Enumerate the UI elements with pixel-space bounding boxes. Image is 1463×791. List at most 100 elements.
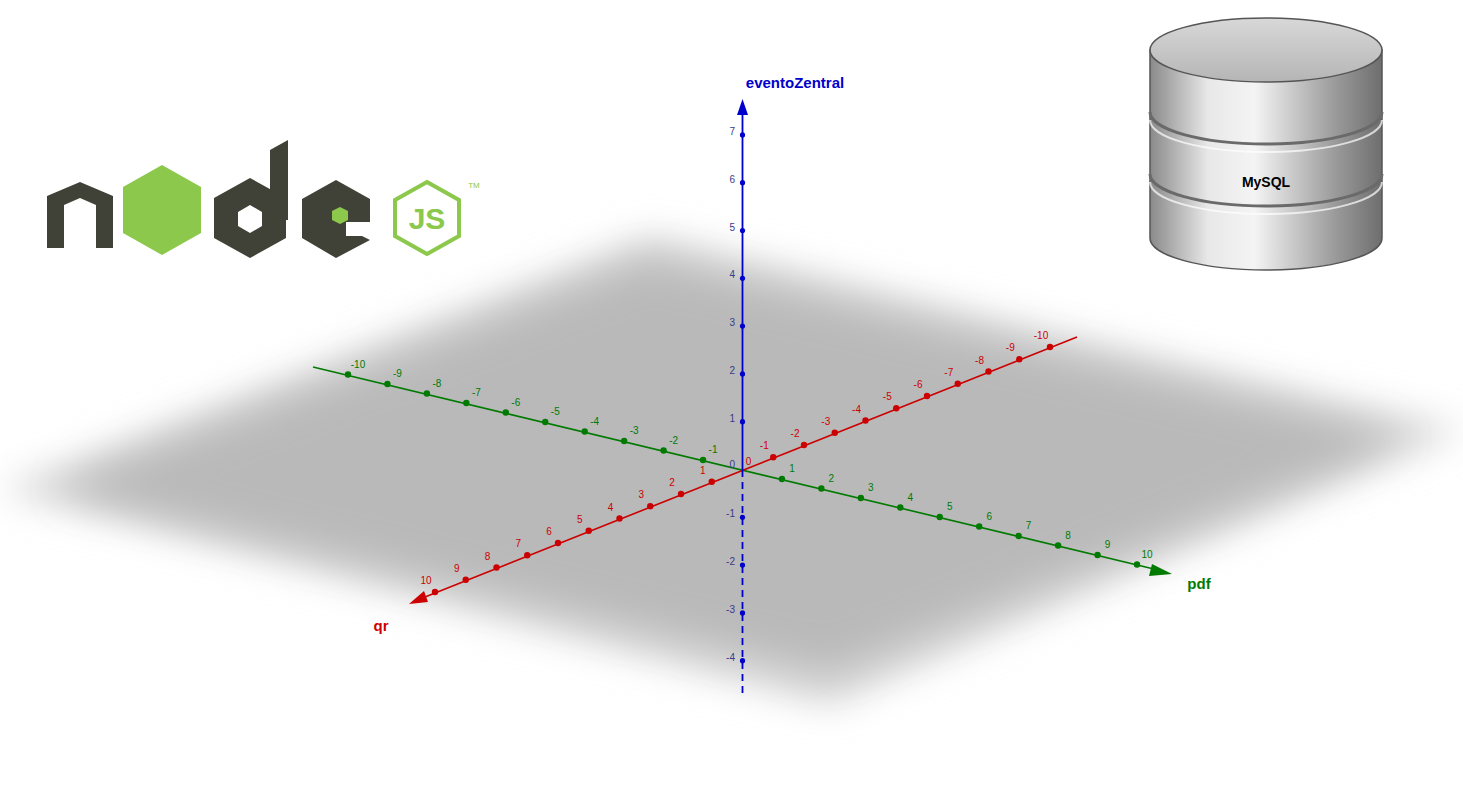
tick-label: -10 (1034, 331, 1048, 341)
nodejs-logo (47, 140, 459, 258)
tick-label: 3 (638, 490, 644, 500)
tick-dot (463, 577, 469, 583)
tick-label: 5 (729, 223, 735, 233)
tick-dots (345, 132, 1140, 663)
tick-dot (740, 610, 745, 615)
tick-dot (770, 454, 776, 460)
tick-dot (616, 515, 622, 521)
tick-label: 0 (729, 460, 735, 470)
tick-label: -2 (669, 436, 678, 446)
tick-dot (893, 405, 899, 411)
tick-dot (678, 491, 684, 497)
node-label: MySQL (1146, 170, 1386, 194)
tick-label: 10 (420, 576, 431, 586)
logo-letter-e-dot (332, 207, 348, 224)
logo-letter-d-stem (270, 140, 288, 220)
tick-label: 8 (1065, 531, 1071, 541)
tick-label: 4 (608, 503, 614, 513)
tick-dot (700, 457, 706, 463)
tick-dot (740, 180, 745, 185)
tick-dot (493, 564, 499, 570)
tick-dot (1134, 561, 1140, 567)
tick-label: -9 (1006, 343, 1015, 353)
tick-label: 1 (700, 466, 706, 476)
tick-dot (542, 419, 548, 425)
tick-dot (779, 476, 785, 482)
tick-label: -3 (821, 417, 830, 427)
tick-label: 5 (577, 515, 583, 525)
tick-label: -3 (630, 426, 639, 436)
tick-label: -6 (511, 398, 520, 408)
tick-label: -5 (883, 392, 892, 402)
tick-label: 2 (829, 474, 835, 484)
tick-label: -1 (709, 445, 718, 455)
tick-label: -8 (432, 379, 441, 389)
ground-plane-halo (0, 235, 1463, 705)
tick-dot (463, 400, 469, 406)
tick-dot (985, 368, 991, 374)
tick-dot (503, 409, 509, 415)
cylinder-shape (1146, 12, 1386, 274)
tick-dot (740, 228, 745, 233)
logo-js-text: JS (409, 204, 446, 234)
tick-dot (555, 540, 561, 546)
tick-label: 7 (515, 539, 521, 549)
tick-dot (1015, 533, 1021, 539)
logo-letter-d-hole (238, 205, 262, 233)
qr-axis (420, 337, 1077, 599)
tick-label: 3 (729, 318, 735, 328)
tick-label: 9 (454, 564, 460, 574)
tick-label: 4 (908, 493, 914, 503)
tick-label: -7 (944, 368, 953, 378)
database-cylinder: MySQL (1146, 12, 1386, 274)
tick-dot (924, 393, 930, 399)
tick-label: 0 (746, 457, 752, 467)
tick-dot (524, 552, 530, 558)
tick-label: 3 (868, 483, 874, 493)
tick-label: -1 (726, 509, 735, 519)
tick-dot (709, 479, 715, 485)
tick-dot (432, 589, 438, 595)
trademark-mark: TM (468, 182, 480, 190)
tick-label: 5 (947, 502, 953, 512)
tick-dot (740, 419, 745, 424)
tick-dot (740, 371, 745, 376)
tick-dot (384, 381, 390, 387)
tick-dot (862, 417, 868, 423)
tick-dot (660, 447, 666, 453)
logo-letter-n (47, 182, 113, 248)
tick-label: 9 (1105, 540, 1111, 550)
tick-dot (1047, 344, 1053, 350)
z-axis (742, 112, 744, 470)
tick-label: -4 (852, 405, 861, 415)
tick-dot (582, 428, 588, 434)
tick-dot (897, 504, 903, 510)
axis-arrowhead (1149, 564, 1172, 576)
tick-label: -7 (472, 388, 481, 398)
tick-label: 6 (986, 512, 992, 522)
axis-title: pdf (1187, 576, 1210, 591)
tick-label: -2 (726, 557, 735, 567)
logo-js-hexagon (395, 182, 459, 254)
tick-label: 7 (729, 127, 735, 137)
tick-dot (955, 381, 961, 387)
tick-dot (345, 371, 351, 377)
tick-dot (818, 485, 824, 491)
tick-label: 6 (546, 527, 552, 537)
logo-hexagon (123, 165, 201, 255)
tick-dot (1055, 542, 1061, 548)
ground-plane (60, 262, 1400, 670)
tick-dot (976, 523, 982, 529)
tick-dot (740, 563, 745, 568)
tick-label: -10 (351, 360, 365, 370)
tick-label: 4 (729, 270, 735, 280)
tick-label: -4 (590, 417, 599, 427)
tick-label: 8 (485, 552, 491, 562)
tick-label: -2 (791, 429, 800, 439)
tick-label: -6 (914, 380, 923, 390)
logo-letter-e (302, 180, 370, 258)
tick-dot (832, 430, 838, 436)
tick-label: -1 (760, 441, 769, 451)
axis-arrowhead (409, 591, 428, 604)
